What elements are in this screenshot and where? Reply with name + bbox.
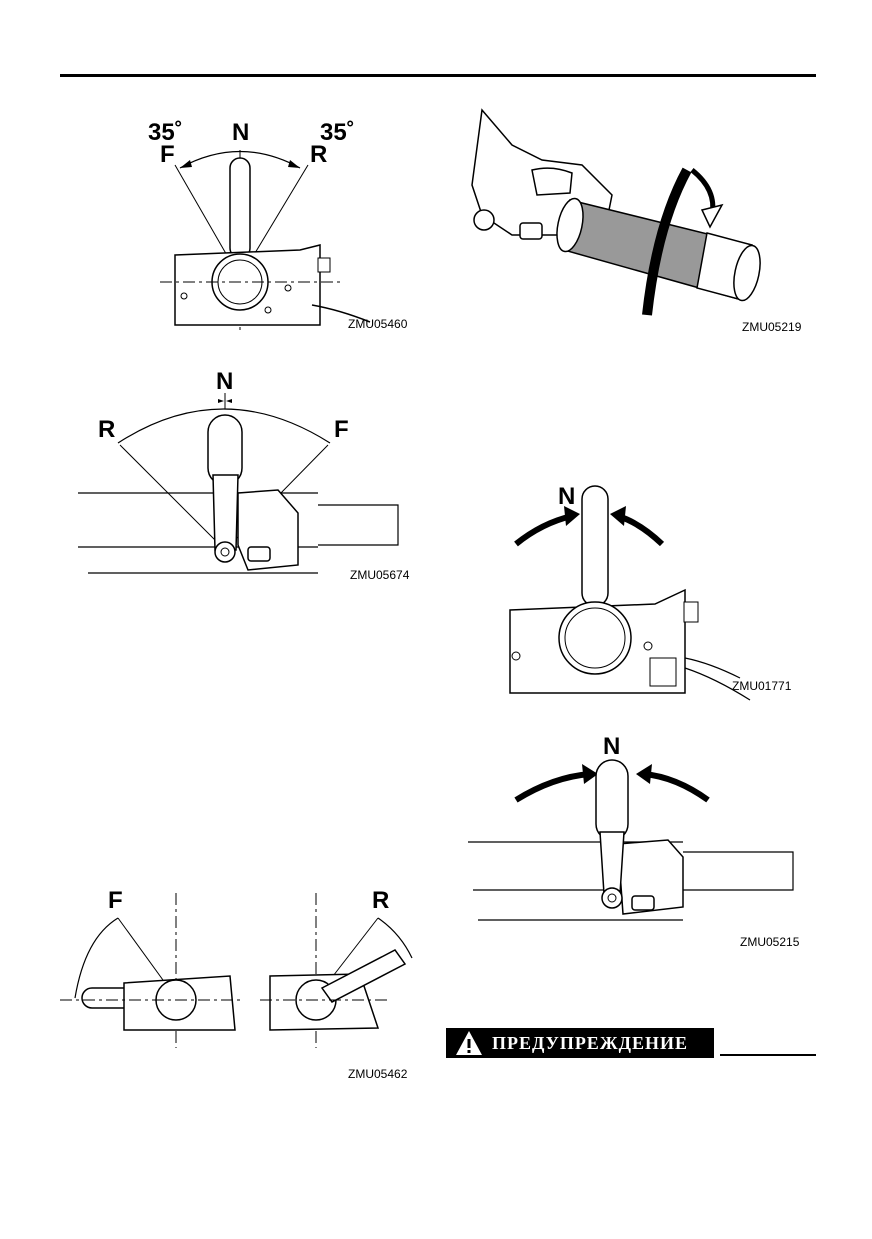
figure-code: ZMU05219 bbox=[742, 320, 802, 334]
figure-remote-control-angles: 35˚ 35˚ N F R ZMU05460 bbox=[148, 119, 408, 331]
figure-handle-arc: N R F ZMU05674 bbox=[78, 368, 410, 582]
forward-label: F bbox=[160, 141, 175, 168]
figure-code: ZMU01771 bbox=[732, 679, 792, 693]
forward-label: F bbox=[334, 416, 349, 443]
figure-code: ZMU05215 bbox=[740, 935, 800, 949]
warning-header: ПРЕДУПРЕЖДЕНИЕ bbox=[446, 1028, 714, 1058]
forward-label: F bbox=[108, 887, 123, 914]
figure-code: ZMU05460 bbox=[348, 317, 408, 331]
figure-handle-neutral: N ZMU05215 bbox=[468, 733, 800, 949]
figure-remote-neutral: N ZMU01771 bbox=[509, 483, 792, 701]
figure-code: ZMU05674 bbox=[350, 568, 410, 582]
angle-left-label: 35˚ bbox=[148, 119, 183, 146]
angle-right-label: 35˚ bbox=[320, 119, 355, 146]
reverse-label: R bbox=[98, 416, 115, 443]
reverse-label: R bbox=[372, 887, 389, 914]
figure-code: ZMU05462 bbox=[348, 1067, 408, 1081]
neutral-label: N bbox=[558, 483, 575, 510]
neutral-label: N bbox=[232, 119, 249, 146]
warning-triangle-icon bbox=[456, 1031, 482, 1055]
neutral-label: N bbox=[603, 733, 620, 760]
header-rule bbox=[60, 74, 816, 77]
figure-forward-reverse-views: F R ZMU05462 bbox=[60, 887, 413, 1081]
reverse-label: R bbox=[310, 141, 327, 168]
figure-throttle-grip: ZMU05219 bbox=[471, 108, 802, 334]
warning-rule bbox=[720, 1054, 816, 1056]
warning-label: ПРЕДУПРЕЖДЕНИЕ bbox=[492, 1032, 689, 1053]
neutral-label: N bbox=[216, 368, 233, 395]
